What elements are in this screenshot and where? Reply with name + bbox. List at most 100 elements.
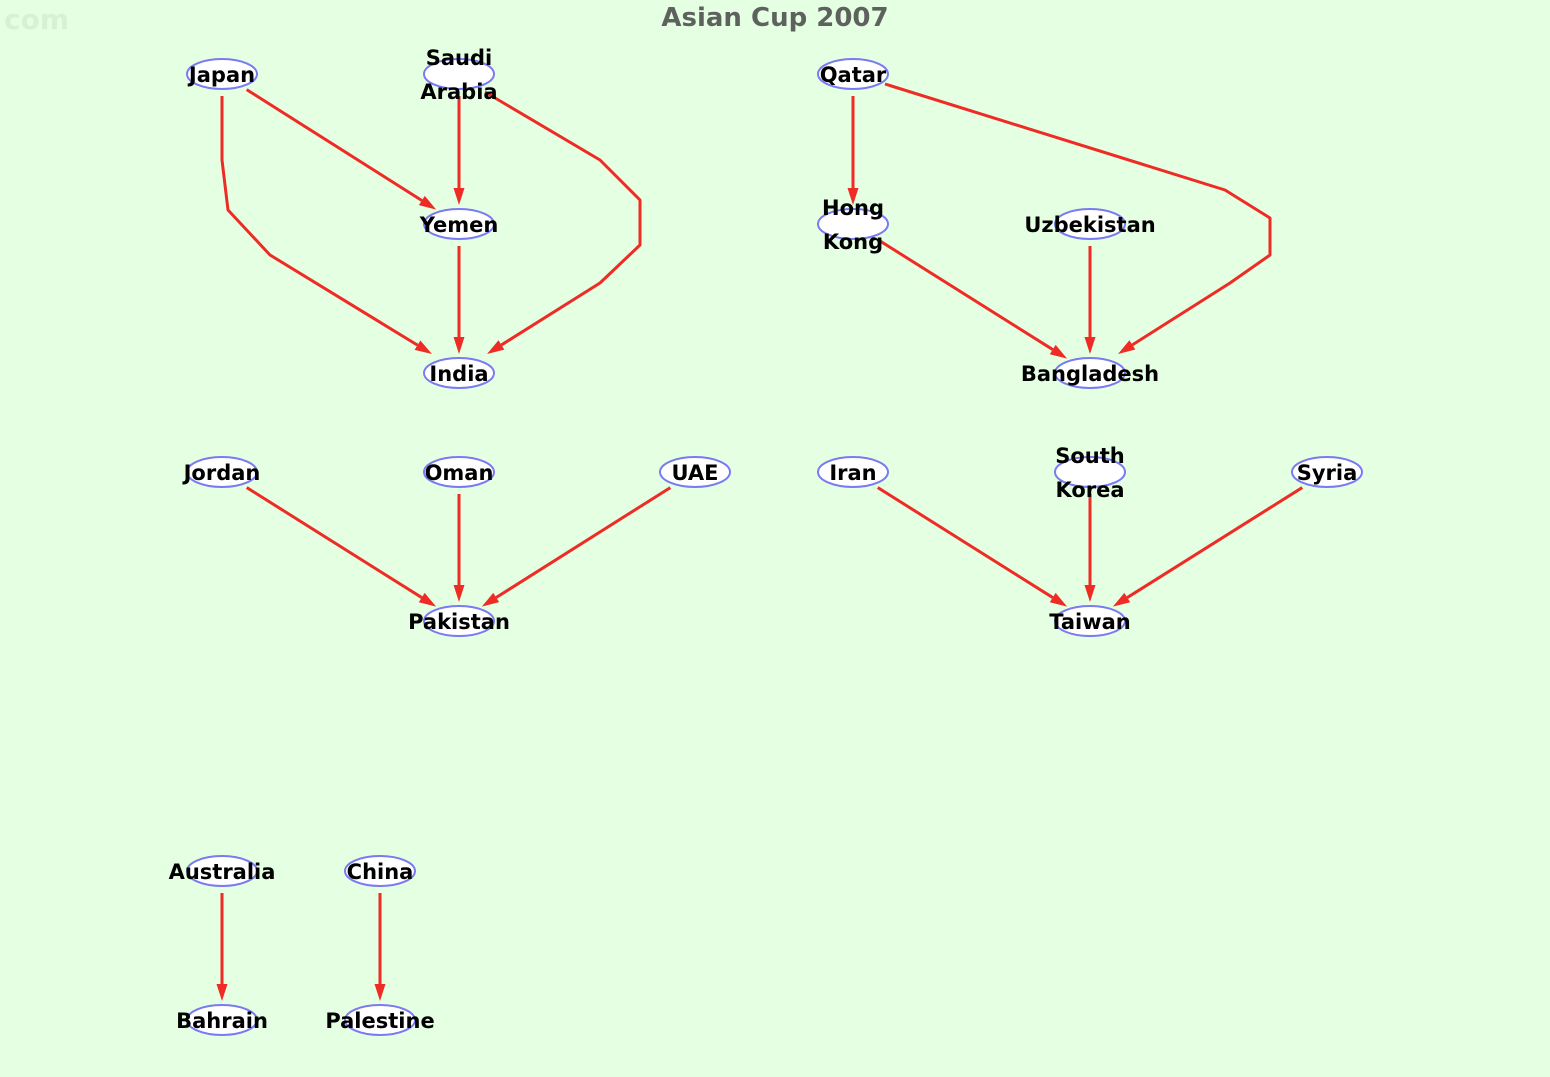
node-saudi-ellipse [423, 58, 495, 90]
watermark: com [4, 3, 69, 36]
node-yemen[interactable]: Yemen [419, 208, 499, 240]
node-japan-ellipse [186, 58, 258, 90]
node-syria-ellipse [1291, 456, 1363, 488]
node-southkorea-label: South [1055, 444, 1125, 468]
edge-uae-to-pakistan-line [495, 486, 672, 599]
node-palestine[interactable]: Palestine [325, 1004, 435, 1036]
edge-jordan-to-pakistan-arrowhead [418, 592, 437, 607]
node-india-ellipse [423, 357, 495, 389]
node-southkorea-ellipse [1054, 456, 1126, 488]
node-taiwan-label: Taiwan [1049, 610, 1131, 634]
node-china[interactable]: China [344, 855, 416, 887]
edge-australia-to-bahrain [216, 893, 228, 1001]
node-syria-label: Syria [1297, 461, 1358, 485]
edge-iran-to-taiwan-line [876, 486, 1054, 599]
node-iran[interactable]: Iran [817, 456, 889, 488]
node-palestine-ellipse [344, 1004, 416, 1036]
edges [216, 82, 1304, 1001]
node-hongkong-label: Kong [823, 230, 883, 254]
node-bahrain[interactable]: Bahrain [176, 1004, 268, 1036]
node-india[interactable]: India [423, 357, 495, 389]
node-oman[interactable]: Oman [423, 456, 495, 488]
node-bahrain-label: Bahrain [176, 1009, 268, 1033]
node-pakistan[interactable]: Pakistan [408, 605, 510, 637]
edge-uzbekistan-to-bangladesh-arrowhead [1084, 337, 1096, 354]
node-uae-label: UAE [671, 461, 718, 485]
edge-oman-to-pakistan-arrowhead [453, 585, 465, 602]
node-qatar[interactable]: Qatar [817, 58, 889, 90]
node-uzbekistan-ellipse [1054, 208, 1126, 240]
node-yemen-label: Yemen [419, 213, 499, 237]
node-bangladesh-label: Bangladesh [1021, 362, 1159, 386]
edge-uzbekistan-to-bangladesh [1084, 246, 1096, 354]
edge-saudi-to-india-line [484, 90, 642, 347]
node-uae-ellipse [659, 456, 731, 488]
node-bangladesh[interactable]: Bangladesh [1021, 357, 1159, 389]
node-syria[interactable]: Syria [1291, 456, 1363, 488]
node-southkorea-label: Korea [1055, 478, 1124, 502]
node-oman-label: Oman [425, 461, 494, 485]
nodes: JapanSaudiArabiaYemenIndiaQatarHongKongU… [169, 46, 1363, 1036]
node-australia[interactable]: Australia [169, 855, 276, 887]
edge-uae-to-pakistan-arrowhead [481, 592, 500, 607]
edge-qatar-to-bangladesh [884, 82, 1272, 354]
edge-syria-to-taiwan [1112, 486, 1304, 607]
edge-southkorea-to-taiwan-arrowhead [1084, 585, 1096, 602]
edge-jordan-to-pakistan [245, 486, 437, 607]
edge-hongkong-to-bangladesh [876, 238, 1068, 359]
edge-china-to-palestine [374, 893, 386, 1001]
edge-yemen-to-india-arrowhead [453, 337, 465, 354]
node-taiwan-ellipse [1054, 605, 1126, 637]
edge-saudi-to-india [484, 90, 642, 354]
edge-japan-to-yemen [245, 88, 437, 210]
node-saudi-label: Arabia [420, 80, 497, 104]
edge-saudi-to-yemen-arrowhead [453, 188, 465, 205]
edge-jordan-to-pakistan-line [245, 486, 423, 599]
node-hongkong-label: Hong [822, 196, 884, 220]
edge-hongkong-to-bangladesh-line [876, 238, 1054, 351]
edge-saudi-to-india-arrowhead [487, 340, 505, 354]
node-palestine-label: Palestine [325, 1009, 434, 1033]
node-uzbekistan-label: Uzbekistan [1024, 213, 1155, 237]
node-australia-label: Australia [169, 860, 276, 884]
edge-iran-to-taiwan [876, 486, 1068, 607]
edge-iran-to-taiwan-arrowhead [1049, 592, 1068, 607]
node-japan[interactable]: Japan [186, 58, 258, 90]
node-japan-label: Japan [187, 63, 255, 87]
node-australia-ellipse [186, 855, 258, 887]
node-pakistan-label: Pakistan [408, 610, 510, 634]
node-taiwan[interactable]: Taiwan [1049, 605, 1131, 637]
edge-qatar-to-hongkong [847, 96, 859, 205]
node-bahrain-ellipse [186, 1004, 258, 1036]
node-china-ellipse [344, 855, 416, 887]
edge-syria-to-taiwan-arrowhead [1112, 592, 1131, 607]
node-uae[interactable]: UAE [659, 456, 731, 488]
edge-yemen-to-india [453, 246, 465, 354]
node-china-label: China [347, 860, 414, 884]
edge-japan-to-yemen-arrowhead [418, 195, 437, 210]
edge-uae-to-pakistan [481, 486, 672, 607]
edge-japan-to-yemen-line [245, 88, 423, 202]
node-jordan[interactable]: Jordan [182, 456, 261, 488]
edge-japan-to-india-line [220, 96, 419, 347]
node-iran-ellipse [817, 456, 889, 488]
edge-china-to-palestine-arrowhead [374, 984, 386, 1001]
node-jordan-ellipse [186, 456, 258, 488]
node-saudi-label: Saudi [426, 46, 492, 70]
node-qatar-label: Qatar [820, 63, 887, 87]
edge-australia-to-bahrain-arrowhead [216, 984, 228, 1001]
node-iran-label: Iran [829, 461, 876, 485]
edge-oman-to-pakistan [453, 494, 465, 602]
node-uzbekistan[interactable]: Uzbekistan [1024, 208, 1156, 240]
edge-qatar-to-hongkong-arrowhead [847, 188, 859, 205]
node-jordan-label: Jordan [182, 461, 261, 485]
node-india-label: India [429, 362, 488, 386]
node-hongkong-ellipse [817, 208, 889, 240]
node-oman-ellipse [423, 456, 495, 488]
diagram-title: Asian Cup 2007 [661, 3, 888, 33]
